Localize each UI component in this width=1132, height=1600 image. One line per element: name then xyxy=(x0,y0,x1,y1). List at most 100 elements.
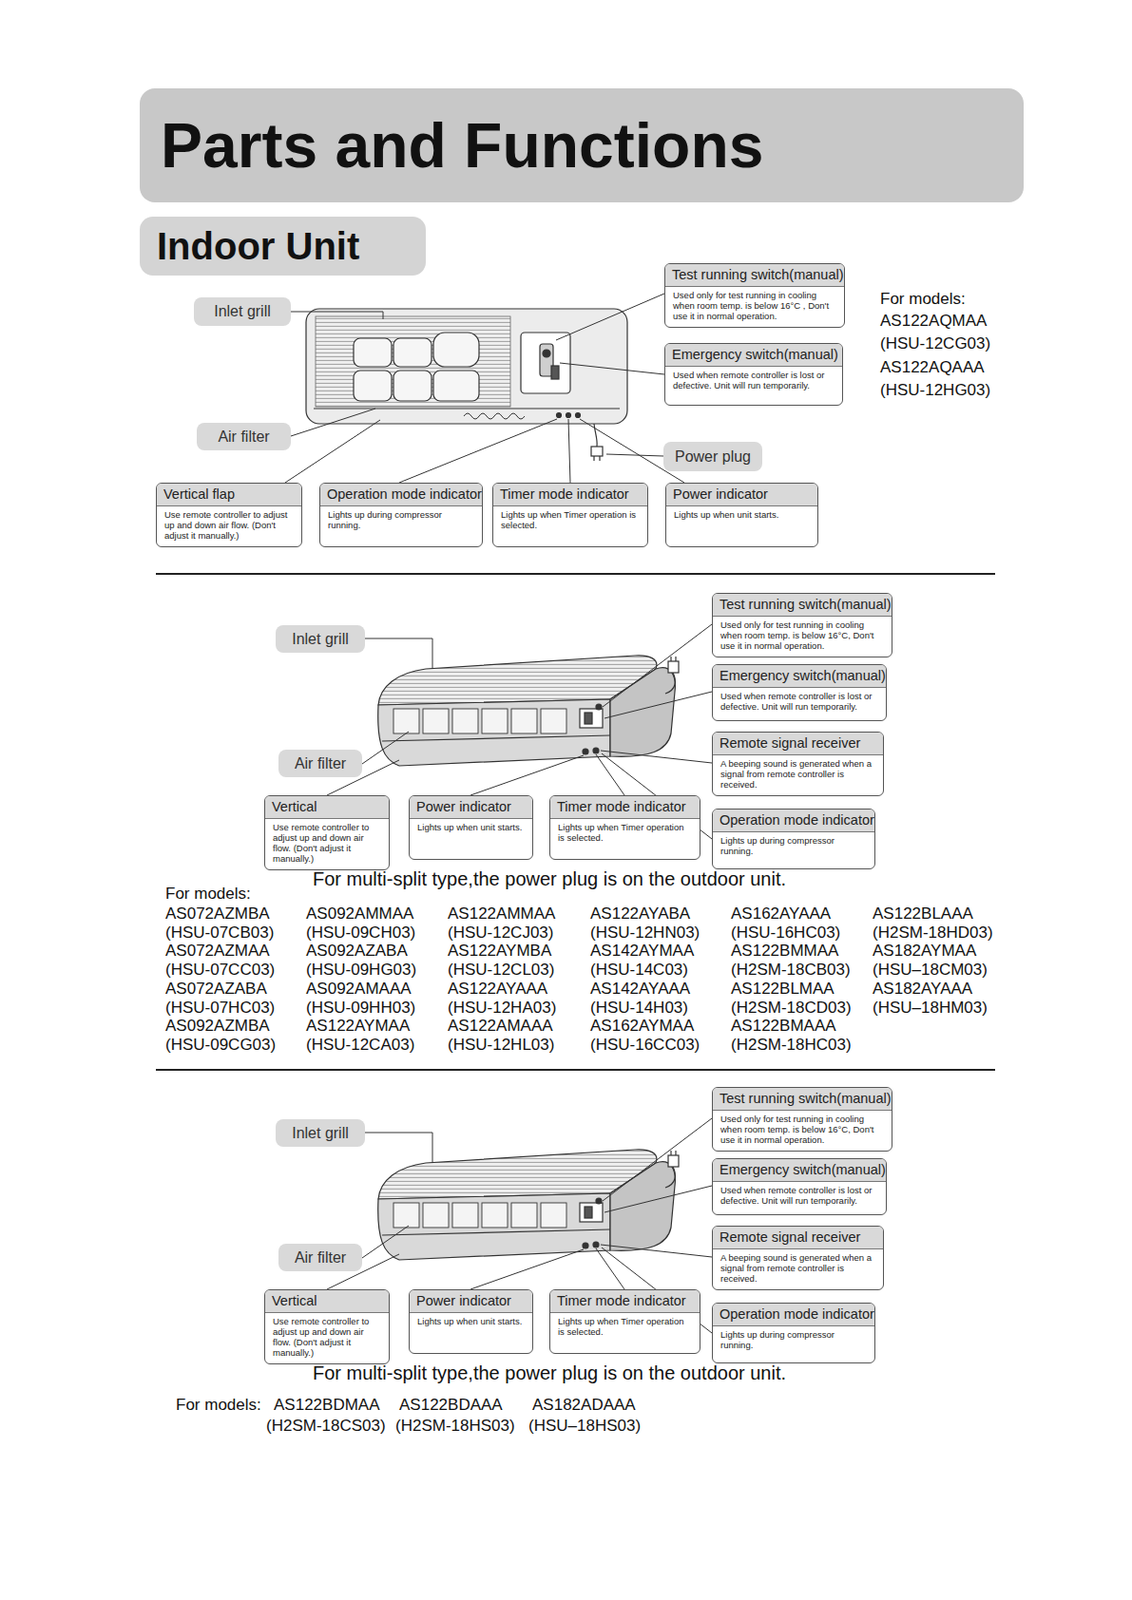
indoor-unit-front xyxy=(594,423,597,447)
part-description: Used when remote controller is lost or d… xyxy=(712,688,886,718)
model-number: (HSU-09CH03) xyxy=(306,923,416,943)
model-number: AS122AMAAA xyxy=(447,1016,554,1037)
model-number: (HSU-07HC03) xyxy=(165,998,275,1018)
indoor-unit-perspective xyxy=(382,735,611,742)
model-number: AS122BDAAA xyxy=(399,1396,503,1416)
part-name: Timer mode indicator xyxy=(550,796,700,820)
indoor-unit-perspective xyxy=(378,699,611,767)
model-number: AS182AYMAA xyxy=(872,941,977,961)
callout-box: Emergency switch(manual)Used when remote… xyxy=(711,664,887,722)
section-note: For multi-split type,the power plug is o… xyxy=(312,867,787,891)
part-description: Use remote controller to adjust up and d… xyxy=(265,1313,389,1364)
model-number: AS122AQAAA xyxy=(880,358,985,378)
callout-box: Emergency switch(manual)Used when remote… xyxy=(711,1158,887,1216)
model-number: AS182ADAAA xyxy=(532,1396,636,1416)
model-number: AS122BMMAA xyxy=(730,941,839,961)
callout-box: Power indicatorLights up when unit start… xyxy=(408,795,534,861)
leader-line xyxy=(556,293,665,341)
indoor-unit-perspective xyxy=(674,656,676,662)
model-number: (HSU-12CA03) xyxy=(306,1036,415,1056)
indoor-unit-front xyxy=(433,332,480,367)
model-number: (H2SM-18CS03) xyxy=(266,1417,386,1437)
part-name: Inlet grill xyxy=(291,1125,349,1143)
part-description: Lights up when unit starts. xyxy=(666,506,818,526)
indoor-unit-front xyxy=(575,413,581,419)
part-name: Inlet grill xyxy=(291,631,349,649)
indoor-unit-front xyxy=(556,413,562,419)
model-number: AS122BMAAA xyxy=(730,1016,837,1037)
part-description: A beeping sound is generated when a sign… xyxy=(712,1249,883,1290)
callout-box: Test running switch(manual)Used only for… xyxy=(711,1087,893,1152)
model-number: AS122AQMAA xyxy=(880,311,987,331)
leader-line xyxy=(568,419,571,483)
indoor-unit-front xyxy=(353,338,392,367)
indoor-unit-perspective xyxy=(584,712,593,725)
part-description: Use remote controller to adjust up and d… xyxy=(156,506,302,547)
model-number: AS142AYMAA xyxy=(590,941,694,961)
model-number: AS122AYMBA xyxy=(447,941,552,961)
indoor-unit-front xyxy=(315,316,511,407)
model-number: AS122AMMAA xyxy=(447,904,556,924)
leader-line xyxy=(606,454,664,457)
model-number: (HSU-14H03) xyxy=(590,998,689,1018)
indoor-unit-front xyxy=(551,365,559,380)
model-number: (H2SM-18HD03) xyxy=(872,923,994,943)
model-number: AS072AZABA xyxy=(165,979,268,999)
indoor-unit-perspective xyxy=(393,709,420,734)
model-number: (H2SM-18CD03) xyxy=(730,998,852,1018)
part-name: Vertical xyxy=(265,1290,389,1314)
callout-box: Emergency switch(manual)Used when remote… xyxy=(664,343,844,406)
part-description: Lights up when unit starts. xyxy=(409,1313,533,1333)
model-number: AS162AYAAA xyxy=(730,904,831,924)
indoor-unit-perspective xyxy=(610,668,675,758)
part-label: Inlet grill xyxy=(275,1119,365,1148)
model-number: AS092AMMAA xyxy=(306,904,414,924)
model-number: AS122AYABA xyxy=(590,904,691,924)
part-name: Emergency switch(manual) xyxy=(665,344,843,367)
part-description: Used when remote controller is lost or d… xyxy=(712,1182,886,1212)
part-description: Lights up when Timer operation is select… xyxy=(550,1313,700,1344)
model-number: (H2SM-18HC03) xyxy=(730,1036,852,1056)
section-band: Indoor Unit xyxy=(139,216,426,276)
title-band: Parts and Functions xyxy=(139,88,1024,203)
callout-box: Vertical flapUse remote controller to ad… xyxy=(155,482,303,548)
leader-line xyxy=(600,750,712,764)
callout-box: VerticalUse remote controller to adjust … xyxy=(264,795,390,871)
leader-line xyxy=(602,624,712,708)
callout-box: Operation mode indicatorLights up during… xyxy=(711,1303,876,1364)
callout-box: Timer mode indicatorLights up when Timer… xyxy=(549,795,701,861)
part-name: Operation mode indicator xyxy=(712,809,875,833)
leader-line xyxy=(285,293,685,483)
indoor-unit-front xyxy=(393,338,432,367)
models-heading: For models: xyxy=(880,289,966,309)
indoor-unit-perspective xyxy=(670,656,672,662)
leader-line xyxy=(399,419,557,483)
model-number: (HSU–18HS03) xyxy=(528,1417,641,1437)
model-number: AS072AZMBA xyxy=(165,904,270,924)
part-description: A beeping sound is generated when a sign… xyxy=(712,755,883,796)
model-number: (HSU–18HM03) xyxy=(872,998,988,1018)
part-label: Air filter xyxy=(278,1244,363,1272)
model-number: (HSU-07CB03) xyxy=(165,923,274,943)
model-number: (HSU-09HH03) xyxy=(306,998,416,1018)
model-number: (HSU-16HC03) xyxy=(730,923,841,943)
callout-box: Test running switch(manual)Used only for… xyxy=(711,593,893,658)
model-number: (H2SM-18HS03) xyxy=(395,1417,516,1437)
part-name: Emergency switch(manual) xyxy=(712,1159,886,1183)
leader-line xyxy=(559,363,665,375)
part-description: Used only for test running in cooling wh… xyxy=(712,1111,892,1152)
model-number: AS142AYAAA xyxy=(590,979,691,999)
model-number: (HSU-12HL03) xyxy=(447,1036,555,1056)
model-number: (H2SM-18CB03) xyxy=(730,960,851,980)
part-name: Power indicator xyxy=(409,1290,533,1314)
part-name: Air filter xyxy=(294,755,346,773)
part-description: Used when remote controller is lost or d… xyxy=(665,366,843,397)
model-number: AS122AYMAA xyxy=(306,1016,410,1037)
part-description: Lights up when Timer operation is select… xyxy=(493,506,648,537)
part-label: Air filter xyxy=(278,749,363,778)
leader-line xyxy=(290,311,384,320)
callout-box: Power indicatorLights up when unit start… xyxy=(665,482,819,548)
model-number: (HSU-16CC03) xyxy=(590,1036,700,1056)
indoor-unit-perspective xyxy=(593,748,599,754)
